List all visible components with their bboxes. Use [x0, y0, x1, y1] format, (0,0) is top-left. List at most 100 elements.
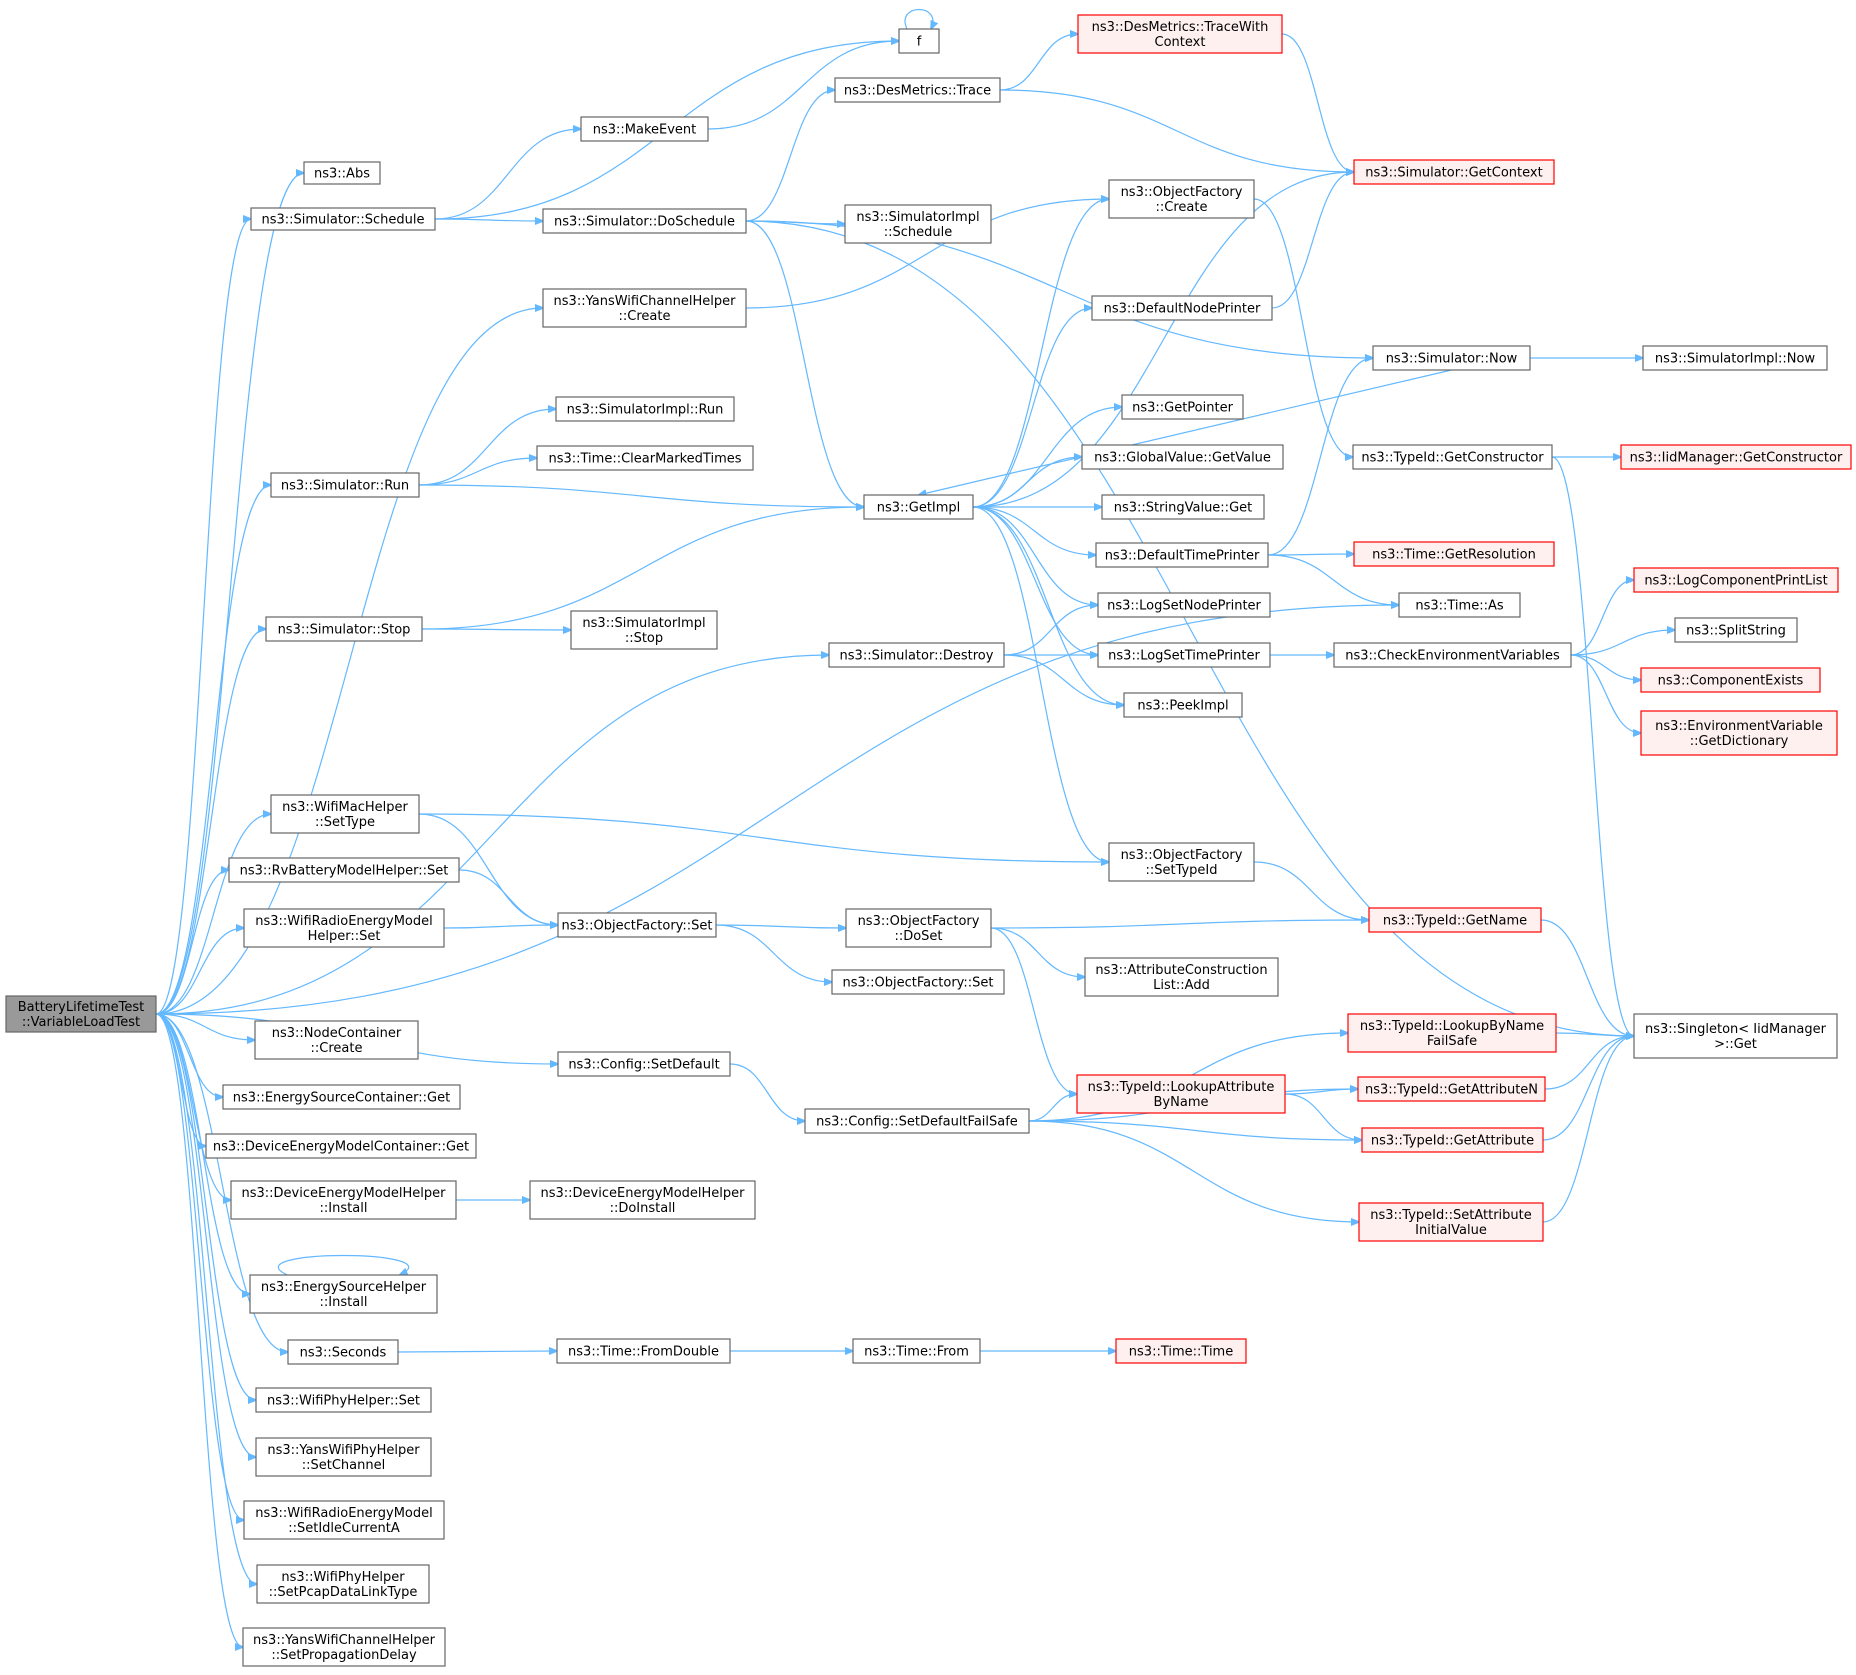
node-logcomplist[interactable]: ns3::LogComponentPrintList: [1633, 567, 1839, 593]
node-escget[interactable]: ns3::EnergySourceContainer::Get: [222, 1084, 461, 1110]
node-box: [1081, 444, 1284, 470]
node-timeas[interactable]: ns3::Time::As: [1398, 592, 1521, 618]
edge-root-to-simrun: [155, 485, 271, 1015]
node-getattr[interactable]: ns3::TypeId::GetAttribute: [1361, 1127, 1544, 1153]
node-label: ::VariableLoadTest: [22, 1015, 140, 1030]
node-getattrn[interactable]: ns3::TypeId::GetAttributeN: [1357, 1076, 1546, 1102]
node-abs[interactable]: ns3::Abs: [303, 161, 381, 185]
node-getres[interactable]: ns3::Time::GetResolution: [1353, 541, 1555, 567]
node-box: [557, 1051, 731, 1077]
node-label: ns3::WifiPhyHelper: [281, 1570, 405, 1585]
edge-root-to-macsettype: [155, 814, 271, 1015]
edge-ofset-to-ofdoset: [715, 925, 846, 928]
node-setidle[interactable]: ns3::WifiRadioEnergyModel::SetIdleCurren…: [243, 1500, 445, 1540]
node-peekimpl[interactable]: ns3::PeekImpl: [1123, 692, 1243, 718]
node-getconstructor[interactable]: ns3::TypeId::GetConstructor: [1352, 444, 1553, 470]
node-ofset[interactable]: ns3::ObjectFactory::Set: [557, 912, 717, 938]
node-ofsettypeid[interactable]: ns3::ObjectFactory::SetTypeId: [1108, 842, 1255, 882]
node-simdestroy[interactable]: ns3::Simulator::Destroy: [828, 642, 1005, 668]
node-getimpl[interactable]: ns3::GetImpl: [863, 494, 974, 520]
node-label: ns3::TypeId::SetAttribute: [1370, 1208, 1532, 1223]
node-implstop[interactable]: ns3::SimulatorImpl::Stop: [570, 610, 718, 650]
node-label: ns3::WifiMacHelper: [282, 800, 408, 815]
node-box: [270, 472, 420, 498]
node-ofset2[interactable]: ns3::ObjectFactory::Set: [831, 969, 1005, 995]
node-checkenv[interactable]: ns3::CheckEnvironmentVariables: [1333, 642, 1572, 668]
node-configsetdef[interactable]: ns3::Config::SetDefault: [557, 1051, 731, 1077]
node-iidgetcons[interactable]: ns3::IidManager::GetConstructor: [1620, 444, 1852, 470]
node-getctx[interactable]: ns3::Simulator::GetContext: [1353, 159, 1555, 185]
node-root[interactable]: BatteryLifetimeTest::VariableLoadTest: [5, 995, 157, 1033]
node-setpropdelay[interactable]: ns3::YansWifiChannelHelper::SetPropagati…: [242, 1627, 446, 1667]
edge-root-to-yanscreate: [155, 308, 543, 1015]
node-simnow[interactable]: ns3::Simulator::Now: [1372, 345, 1531, 371]
node-getpointer[interactable]: ns3::GetPointer: [1121, 394, 1244, 420]
node-demhinstall[interactable]: ns3::DeviceEnergyModelHelper::Install: [230, 1180, 457, 1220]
node-dosched[interactable]: ns3::Simulator::DoSchedule: [542, 208, 747, 234]
node-globalget[interactable]: ns3::GlobalValue::GetValue: [1081, 444, 1284, 470]
node-ofdoset[interactable]: ns3::ObjectFactory::DoSet: [845, 908, 992, 948]
node-ofcreate[interactable]: ns3::ObjectFactory::Create: [1108, 179, 1255, 219]
node-simstop[interactable]: ns3::Simulator::Stop: [265, 616, 423, 642]
node-macsettype[interactable]: ns3::WifiMacHelper::SetType: [270, 794, 420, 834]
node-setpcap[interactable]: ns3::WifiPhyHelper::SetPcapDataLinkType: [256, 1564, 430, 1604]
node-simrun[interactable]: ns3::Simulator::Run: [270, 472, 420, 498]
node-getname[interactable]: ns3::TypeId::GetName: [1368, 907, 1542, 933]
node-box: [834, 77, 1001, 103]
node-rvset[interactable]: ns3::RvBatteryModelHelper::Set: [228, 857, 460, 883]
node-box: [1633, 1013, 1838, 1059]
node-makeevent[interactable]: ns3::MakeEvent: [580, 116, 709, 142]
node-nodecreate[interactable]: ns3::NodeContainer::Create: [254, 1020, 419, 1060]
node-envdict[interactable]: ns3::EnvironmentVariable::GetDictionary: [1640, 710, 1838, 756]
node-implnow[interactable]: ns3::SimulatorImpl::Now: [1642, 345, 1828, 371]
edge-seconds-to-fromdouble: [397, 1351, 557, 1352]
edge-ofset-to-ofset2: [715, 924, 832, 982]
node-timetime[interactable]: ns3::Time::Time: [1115, 1338, 1247, 1364]
node-lognode[interactable]: ns3::LogSetNodePrinter: [1097, 592, 1271, 618]
node-implrun[interactable]: ns3::SimulatorImpl::Run: [555, 396, 735, 422]
node-eshinstall[interactable]: ns3::EnergySourceHelper::Install: [249, 1274, 438, 1314]
node-fromdouble[interactable]: ns3::Time::FromDouble: [556, 1338, 731, 1364]
node-label: ns3::Config::SetDefaultFailSafe: [816, 1115, 1018, 1130]
node-label: ns3::SimulatorImpl: [582, 616, 705, 631]
node-configsetdeffs[interactable]: ns3::Config::SetDefaultFailSafe: [804, 1108, 1030, 1134]
edge-desmtrace-to-getctx: [999, 89, 1354, 172]
edge-getattrn-to-singleton: [1544, 1036, 1634, 1090]
node-yanscreate[interactable]: ns3::YansWifiChannelHelper::Create: [542, 288, 747, 328]
node-demcget[interactable]: ns3::DeviceEnergyModelContainer::Get: [205, 1133, 477, 1159]
node-clearmarked[interactable]: ns3::Time::ClearMarkedTimes: [536, 445, 754, 471]
edge-ofdoset-to-lookupattr: [990, 927, 1077, 1094]
node-label: ::Install: [320, 1201, 368, 1216]
edge-simrun-to-clearmarked: [418, 458, 537, 486]
node-label: ns3::Config::SetDefault: [568, 1058, 719, 1073]
node-demhdoinstall[interactable]: ns3::DeviceEnergyModelHelper::DoInstall: [529, 1180, 756, 1220]
node-label: ::Create: [311, 1041, 363, 1056]
node-sched[interactable]: ns3::Simulator::Schedule: [250, 207, 436, 231]
node-logtime[interactable]: ns3::LogSetTimePrinter: [1097, 642, 1271, 668]
node-desmtrace[interactable]: ns3::DesMetrics::Trace: [834, 77, 1001, 103]
edge-checkenv-to-splitstring: [1570, 630, 1675, 656]
edge-configsetdeffs-to-setattrinit: [1028, 1120, 1359, 1222]
node-singleton[interactable]: ns3::Singleton< IidManager >::Get: [1633, 1013, 1838, 1059]
node-stringget[interactable]: ns3::StringValue::Get: [1101, 494, 1265, 520]
node-f[interactable]: f: [898, 28, 940, 54]
node-compexists[interactable]: ns3::ComponentExists: [1640, 667, 1821, 693]
node-physet[interactable]: ns3::WifiPhyHelper::Set: [255, 1387, 432, 1413]
edge-deftime-to-getres: [1267, 554, 1354, 555]
node-splitstring[interactable]: ns3::SplitString: [1674, 617, 1798, 643]
node-setchannel[interactable]: ns3::YansWifiPhyHelper::SetChannel: [255, 1437, 432, 1477]
node-deftime[interactable]: ns3::DefaultTimePrinter: [1095, 542, 1269, 568]
node-implsched[interactable]: ns3::SimulatorImpl::Schedule: [844, 204, 992, 244]
edge-dosched-to-desmtrace: [745, 90, 835, 222]
node-timefrom[interactable]: ns3::Time::From: [852, 1338, 981, 1364]
node-seconds[interactable]: ns3::Seconds: [287, 1339, 399, 1365]
node-box: [230, 1180, 457, 1220]
node-defnode[interactable]: ns3::DefaultNodePrinter: [1091, 295, 1273, 321]
node-label: ns3::Time::GetResolution: [1372, 548, 1536, 563]
